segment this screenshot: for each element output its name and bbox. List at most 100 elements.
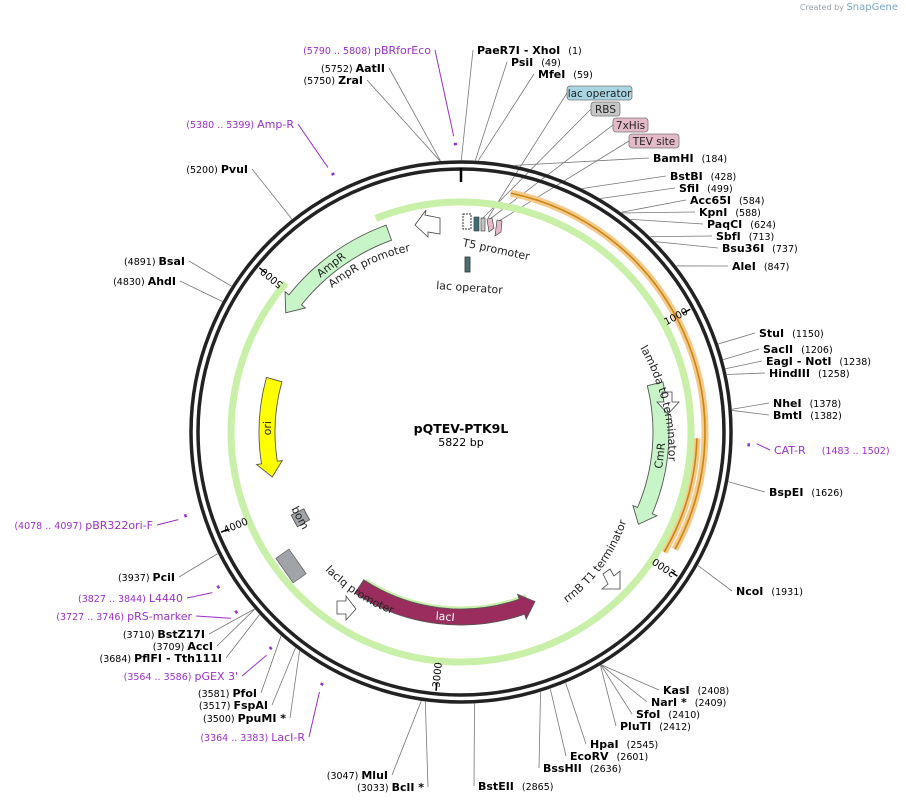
site-name-psii: PsiI xyxy=(511,56,533,69)
site-label-pcii: (3937) PciI xyxy=(118,571,175,584)
site-label-bsteii: BstEII(2865) xyxy=(478,780,553,793)
tev-site-mark xyxy=(494,219,503,237)
site-name-ahdi: AhdI xyxy=(148,275,176,288)
site-pos-pcii: (3937) xyxy=(118,573,153,584)
rrnb-t1-terminator-label: rrnB T1 terminator xyxy=(561,518,630,606)
leader-bamhi xyxy=(514,157,650,166)
primer-label-pbr322ori-f: (4078 .. 4097) pBR322ori-F xyxy=(14,519,153,532)
primer-range-amp-r: (5380 .. 5399) xyxy=(186,120,257,131)
site-pos-pluti: (2412) xyxy=(659,722,691,733)
site-label-hindiii: HindIII(1258) xyxy=(769,367,850,380)
site-label-alei: AleI(847) xyxy=(732,260,789,273)
cmr-orf-highlight-line xyxy=(663,438,698,553)
primer-range-cat-r: (1483 .. 1502) xyxy=(822,446,890,457)
site-label-mlui: (3047) MluI xyxy=(327,769,388,782)
plasmid-name: pQTEV-PTK9L xyxy=(414,421,509,436)
orf-highlight-line xyxy=(510,192,706,550)
t5-promoter-label: T5 promoter xyxy=(460,236,531,263)
site-name-bsai: BsaI xyxy=(159,255,185,268)
site-label-fspai: (3517) FspAI xyxy=(199,699,268,712)
tick-2000 xyxy=(670,571,678,577)
primer-leader-pgex-3 xyxy=(241,654,267,677)
site-name-alei: AleI xyxy=(732,260,756,273)
site-pos-mlui: (3047) xyxy=(327,771,362,782)
site-label-kpni: KpnI(588) xyxy=(699,206,761,219)
site-name-ncoi: NcoI xyxy=(736,585,763,598)
leader-bsu36i xyxy=(655,241,719,249)
primer-leader-pbr322ori-f xyxy=(156,519,179,526)
site-name-stui: StuI xyxy=(759,327,784,340)
leader-lines xyxy=(156,49,771,788)
leader-mfei xyxy=(477,73,535,161)
leader-nhei xyxy=(731,402,770,410)
site-pos-sfoi: (2410) xyxy=(668,710,700,721)
site-name-zrai: ZraI xyxy=(338,74,363,87)
rrnb-t1-terminator-text: rrnB T1 terminator xyxy=(561,518,630,606)
site-extra-paer7i: - XhoI xyxy=(524,44,560,57)
tick-label-5000: 5000 xyxy=(259,265,286,290)
leader-ppumi xyxy=(289,650,300,719)
lac-operator-box-text: lac operator xyxy=(568,88,632,100)
primer-label-cat-r: CAT-R(1483 .. 1502) xyxy=(774,444,890,457)
site-label-sfii: SfiI(499) xyxy=(679,182,733,195)
leader-aatii xyxy=(388,67,441,161)
primer-name-pbr322ori-f: pBR322ori-F xyxy=(85,519,153,532)
site-pos-paer7i: (1) xyxy=(568,46,581,57)
leader-zrai xyxy=(366,79,441,162)
site-extra-eagi: - NotI xyxy=(797,355,832,368)
site-pos-bspei: (1626) xyxy=(811,488,843,499)
leader-pluti xyxy=(600,665,617,727)
backbone-outer-ring xyxy=(189,160,733,704)
leader-sbfi xyxy=(650,235,713,238)
leader-hindiii xyxy=(726,372,766,375)
site-label-bcli: (3033) BclI * xyxy=(357,781,424,794)
site-label-ecorv: EcoRV(2601) xyxy=(570,750,648,763)
leader-bsai xyxy=(188,260,232,287)
tick-label-3000: 3000 xyxy=(431,662,444,688)
site-name-kasi: KasI xyxy=(663,684,690,697)
leader-mlui xyxy=(391,700,422,776)
site-name-nhei: NheI xyxy=(773,397,802,410)
primer-name-pgex-3: pGEX 3' xyxy=(194,670,238,683)
site-label-paer7i: PaeR7I- XhoI(1) xyxy=(477,44,582,57)
leader-eagi xyxy=(725,360,763,370)
site-pos-aatii: (5752) xyxy=(321,64,356,75)
primer-label-prs-marker: (3727 .. 3746) pRS-marker xyxy=(56,610,192,623)
feature-label-ori: ori xyxy=(261,421,274,436)
site-label-sfoi: SfoI(2410) xyxy=(636,708,700,721)
site-name-aatii: AatII xyxy=(356,62,385,75)
leader-kasi xyxy=(601,664,660,691)
site-pos-fspai: (3517) xyxy=(199,701,234,712)
site-label-ppumi: (3500) PpuMI * xyxy=(203,712,286,725)
site-pos-bcli: (3033) xyxy=(357,783,392,794)
site-label-sbfi: SbfI(713) xyxy=(716,230,774,243)
primer-label-pgex-3: (3564 .. 3586) pGEX 3' xyxy=(124,670,238,683)
primer-label-amp-r: (5380 .. 5399) Amp-R xyxy=(186,118,294,131)
site-name-ppumi: PpuMI * xyxy=(238,712,287,725)
credit-brand: SnapGene xyxy=(846,2,898,13)
feature-label-lacI: lacI xyxy=(435,610,455,625)
lac-operator-small-mark xyxy=(473,216,480,232)
leader-stui xyxy=(718,332,756,345)
ampr-promoter-mark xyxy=(414,209,441,238)
leader-paer7i xyxy=(460,49,474,161)
site-label-bspei: BspEI(1626) xyxy=(769,486,843,499)
site-label-zrai: (5750) ZraI xyxy=(303,74,363,87)
site-pos-bsai: (4891) xyxy=(124,257,159,268)
site-pos-nhei: (1378) xyxy=(810,399,842,410)
ampr-orf-highlight-outer xyxy=(227,198,695,666)
site-pos-ecorv: (2601) xyxy=(617,752,649,763)
leader-ahdi xyxy=(179,280,223,302)
site-label-pfoi: (3581) PfoI xyxy=(198,687,257,700)
site-name-sacii: SacII xyxy=(763,343,793,356)
leader-psii xyxy=(474,61,508,161)
site-name-hindiii: HindIII xyxy=(769,367,810,380)
site-label-bsai: (4891) BsaI xyxy=(124,255,185,268)
site-label-acci: (3709) AccI xyxy=(153,640,213,653)
leader-bsshii xyxy=(538,692,541,769)
site-pos-sbfi: (713) xyxy=(749,232,775,243)
